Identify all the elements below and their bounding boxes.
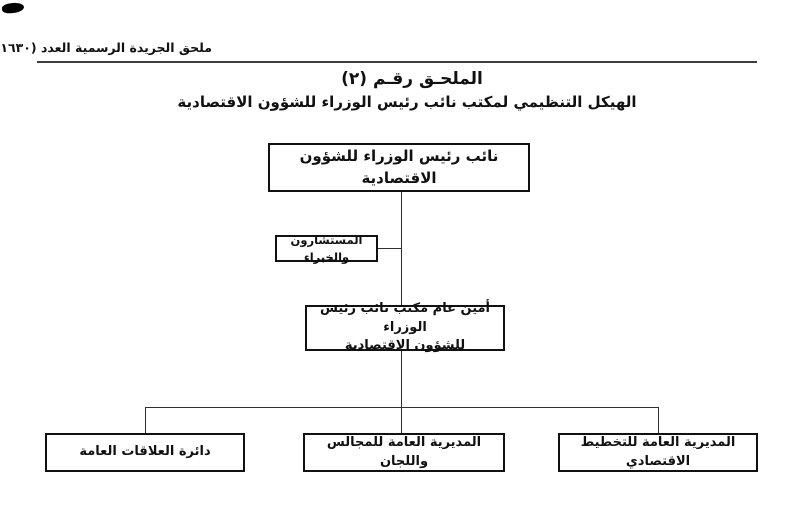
org-node-label-line1: أمين عام مكتب نائب رئيس الوزراء: [319, 300, 491, 335]
connector-advisors-branch: [376, 248, 402, 249]
org-node-councils-committees-directorate: المديرية العامة للمجالس واللجان: [303, 433, 505, 472]
org-node-label: المديرية العامة للتخطيط الاقتصادي: [580, 434, 736, 469]
org-node-advisors-experts: المستشارون والخبراء: [275, 232, 378, 264]
connector-drop-public-relations: [145, 407, 146, 433]
connector-drop-councils: [401, 407, 402, 433]
annex-number-title: الملحـق رقـم (٢): [341, 69, 483, 89]
org-node-label: نائب رئيس الوزراء للشؤون الاقتصادية: [299, 146, 499, 187]
org-node-label-line2: للشؤون الاقتصادية: [344, 338, 466, 354]
gazette-header-note: ملحق الجريدة الرسمية العدد (١٦٣٠): [0, 40, 212, 55]
org-node-secretary-general: أمين عام مكتب نائب رئيس الوزراء للشؤون ا…: [305, 301, 505, 353]
org-node-label: دائرة العلاقات العامة: [79, 444, 211, 460]
connector-horizontal-bus: [145, 407, 659, 408]
header-divider-line: [37, 61, 757, 63]
org-node-label: المستشارون والخبراء: [290, 232, 363, 264]
org-node-public-relations-department: دائرة العلاقات العامة: [45, 433, 245, 472]
scan-ink-mark: [1, 1, 25, 15]
org-node-economic-planning-directorate: المديرية العامة للتخطيط الاقتصادي: [558, 433, 758, 472]
connector-secretary-to-bus: [401, 351, 402, 407]
org-node-deputy-prime-minister: نائب رئيس الوزراء للشؤون الاقتصادية: [268, 143, 530, 192]
org-node-label: المديرية العامة للمجالس واللجان: [326, 434, 482, 469]
org-chart-title: الهيكل التنظيمي لمكتب نائب رئيس الوزراء …: [177, 93, 637, 111]
connector-drop-planning: [658, 407, 659, 433]
